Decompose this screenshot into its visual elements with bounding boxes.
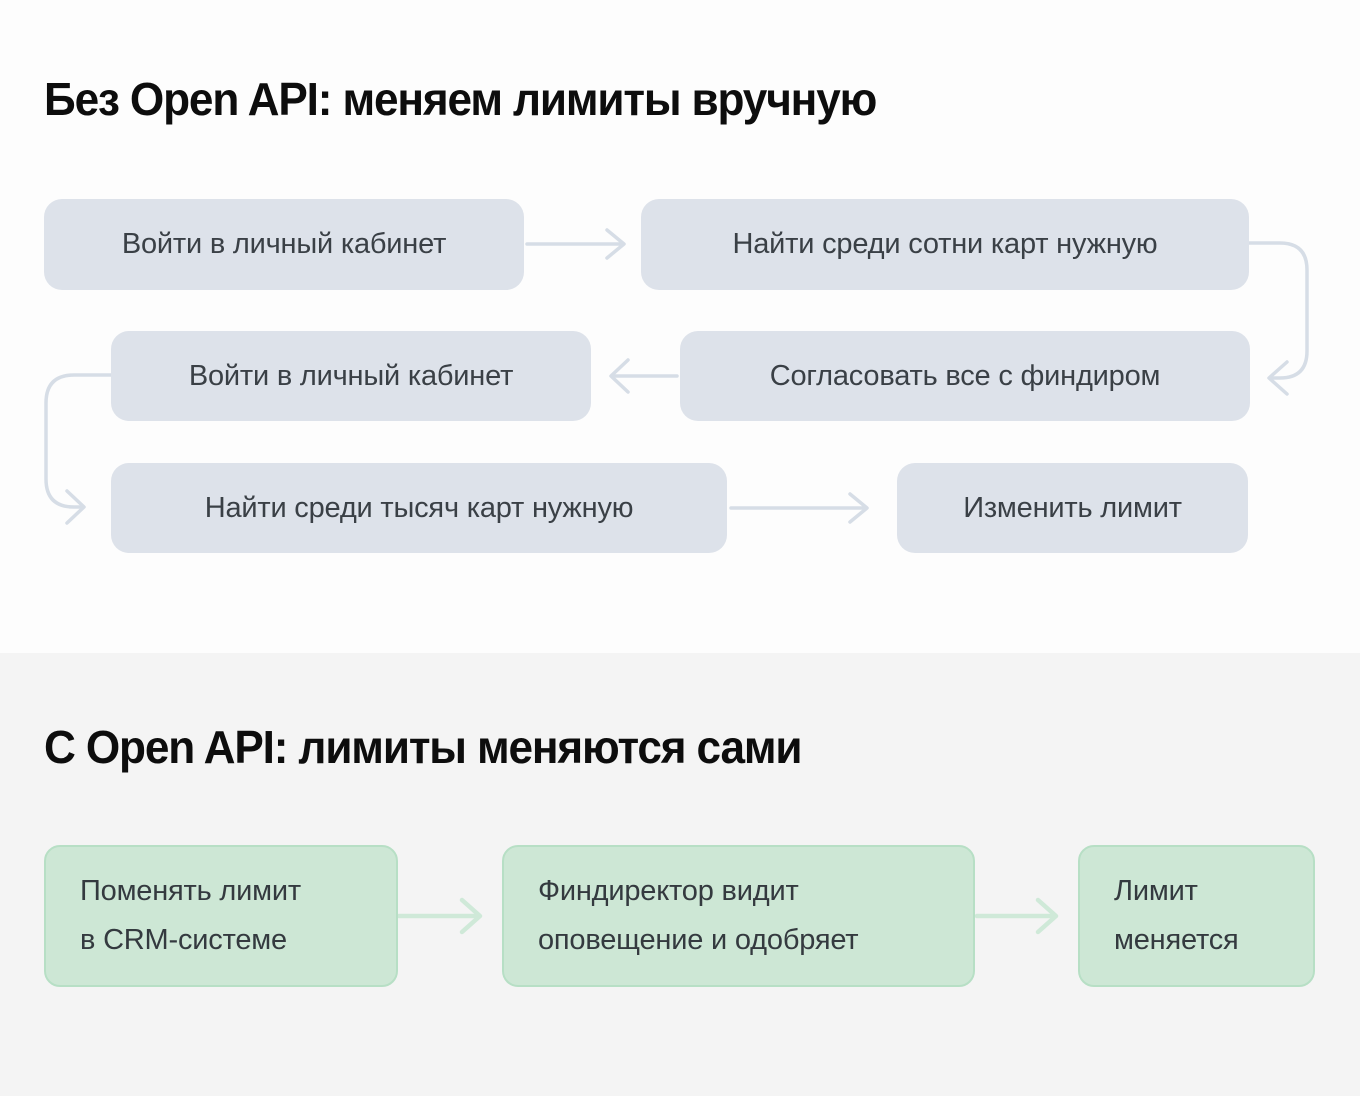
step-box-change-limit-in-crm: Поменять лимит в CRM-системе [44,845,398,987]
step-box-change-limit: Изменить лимит [897,463,1248,553]
step-box-login-1: Войти в личный кабинет [44,199,524,290]
section-title-without-api: Без Open API: меняем лимиты вручную [44,73,877,125]
step-box-line: в CRM-системе [80,924,287,956]
step-box-login-2: Войти в личный кабинет [111,331,591,421]
step-box-cfo-sees-notification: Финдиректор видит оповещение и одобряет [502,845,975,987]
step-box-line: Финдиректор видит [538,875,799,907]
step-box-line: Поменять лимит [80,875,301,907]
step-box-approve-with-cfo: Согласовать все с финдиром [680,331,1250,421]
step-box-line: оповещение и одобряет [538,924,859,956]
step-box-line: меняется [1114,924,1239,956]
step-box-line: Лимит [1114,875,1198,907]
step-box-limit-changes: Лимит меняется [1078,845,1315,987]
step-box-find-among-thousands: Найти среди тысяч карт нужную [111,463,727,553]
section-title-with-api: С Open API: лимиты меняются сами [44,721,803,773]
step-box-find-among-hundreds: Найти среди сотни карт нужную [641,199,1249,290]
